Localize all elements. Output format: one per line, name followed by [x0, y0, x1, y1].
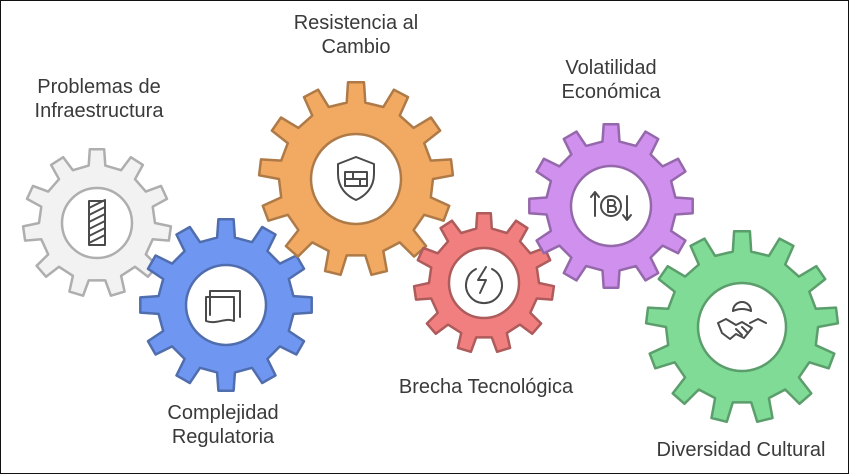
gear-tecnologica [412, 212, 556, 354]
label-infraestructura: Problemas de Infraestructura [34, 76, 164, 122]
gear-hub [184, 263, 268, 347]
gear-hub [60, 186, 134, 260]
label-cultural: Diversidad Cultural [656, 439, 826, 461]
handshake-globe-icon [717, 301, 767, 340]
firewall-shield-icon [337, 156, 375, 201]
gear-cultural [644, 230, 840, 424]
power-bolt-icon [465, 266, 503, 305]
documents-icon [205, 290, 241, 324]
gear-cambio [257, 81, 455, 277]
label-cambio: Resistencia al Cambio [293, 12, 419, 58]
label-tecnologica: Brecha Tecnológica [398, 376, 574, 398]
bitcoin-exchange-icon [590, 191, 632, 221]
gear-infraestructura [21, 148, 173, 297]
gear-economica [528, 123, 694, 289]
label-regulatoria: Complejidad Regulatoria [167, 402, 279, 448]
label-economica: Volatilidad Económica [561, 57, 661, 103]
gear-regulatoria [139, 218, 313, 392]
barrier-icon [88, 199, 106, 246]
